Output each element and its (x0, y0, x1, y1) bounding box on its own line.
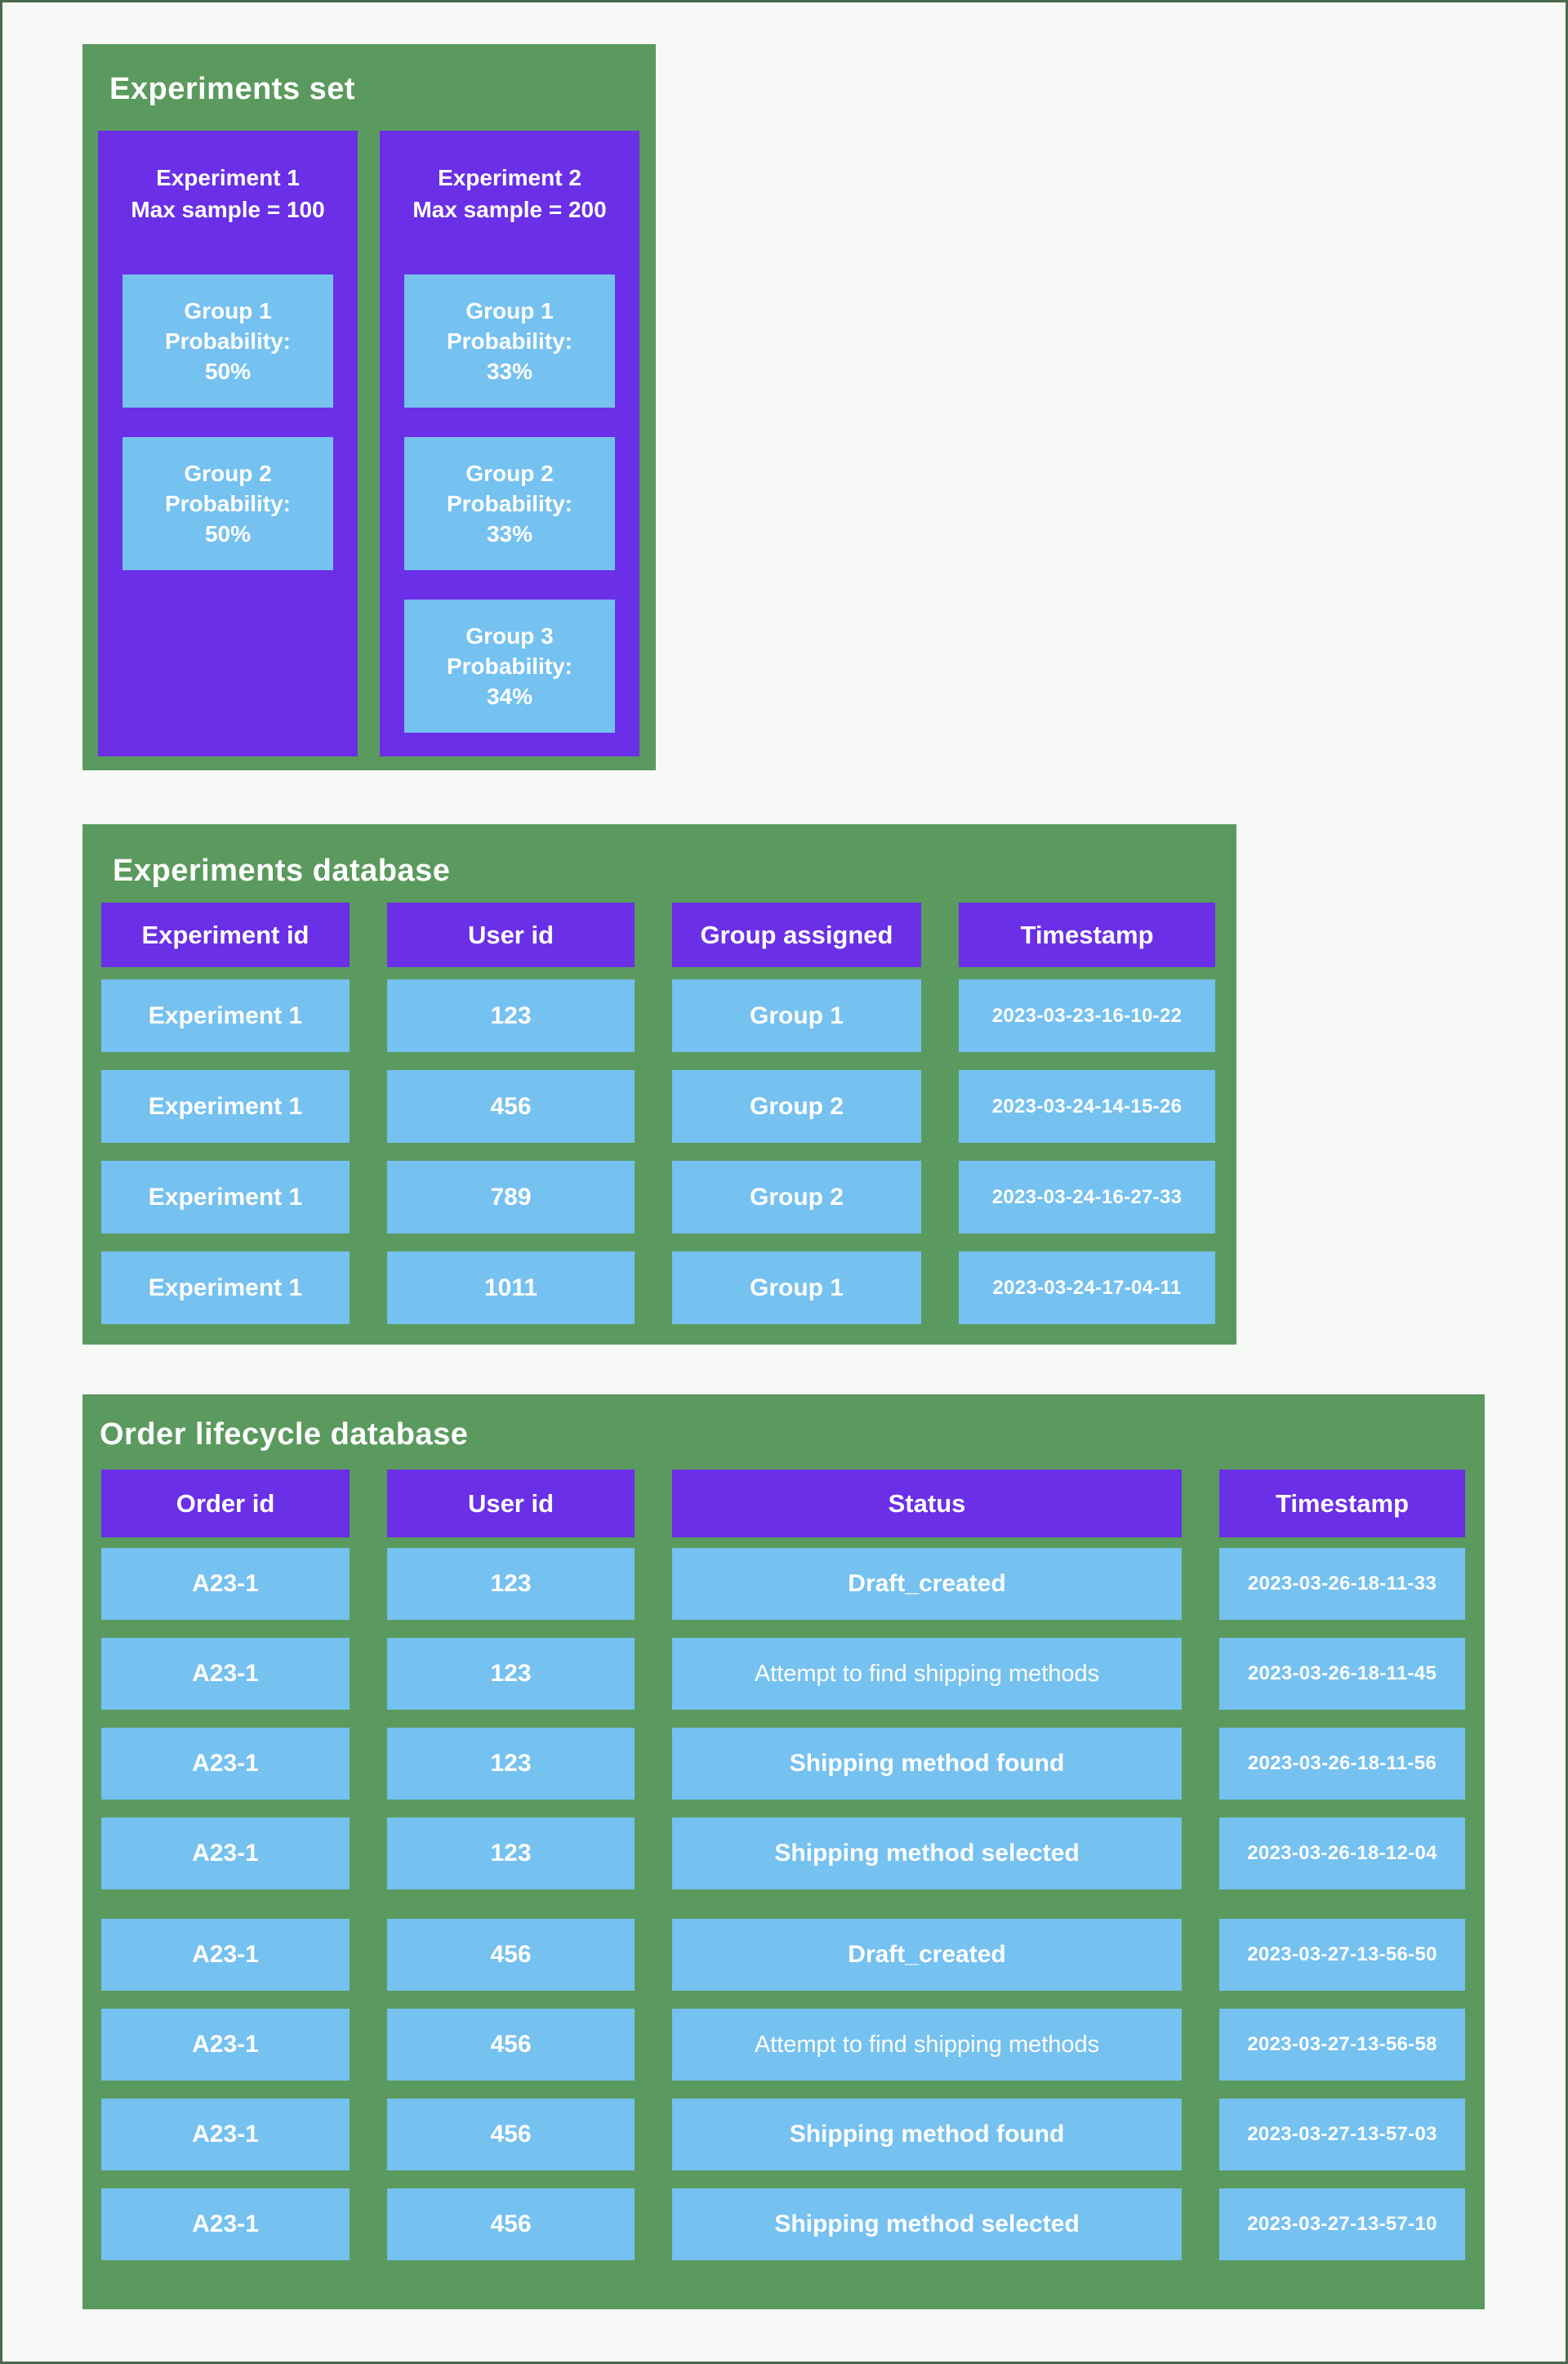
user-id-cell: 456 (387, 1070, 635, 1143)
table-row: A23-1 123 Draft_created 2023-03-26-18-11… (101, 1548, 1465, 1620)
table-row: Experiment 1 123 Group 1 2023-03-23-16-1… (101, 979, 1215, 1052)
user-id-cell: 123 (387, 1638, 635, 1710)
table-row: Experiment 1 456 Group 2 2023-03-24-14-1… (101, 1070, 1215, 1143)
status-cell: Shipping method selected (672, 1818, 1182, 1889)
user-id-cell: 456 (387, 2188, 635, 2260)
experiments-set-panel: Experiments set Experiment 1 Max sample … (82, 44, 656, 770)
order-id-cell: A23-1 (101, 2099, 350, 2170)
user-id-cell: 123 (387, 979, 635, 1052)
user-id-cell: 456 (387, 1919, 635, 1991)
order-id-cell: A23-1 (101, 1728, 350, 1800)
user-id-cell: 123 (387, 1548, 635, 1620)
user-id-cell: 789 (387, 1161, 635, 1233)
experiment-1-group-1: Group 1 Probability: 50% (122, 274, 333, 408)
order-id-cell: A23-1 (101, 1919, 350, 1991)
column-header-timestamp: Timestamp (959, 903, 1215, 967)
table-row: A23-1 456 Attempt to find shipping metho… (101, 2009, 1465, 2081)
user-id-cell: 456 (387, 2009, 635, 2081)
order-id-cell: A23-1 (101, 1818, 350, 1889)
status-cell: Shipping method found (672, 1728, 1182, 1800)
status-cell: Draft_created (672, 1919, 1182, 1991)
timestamp-cell: 2023-03-27-13-56-50 (1219, 1919, 1465, 1991)
experiments-database-table: Experiment id User id Group assigned Tim… (101, 903, 1215, 1342)
column-header-user-id: User id (387, 1470, 635, 1537)
experiment-2-group-2: Group 2 Probability: 33% (404, 437, 615, 570)
order-id-cell: A23-1 (101, 2009, 350, 2081)
timestamp-cell: 2023-03-27-13-57-03 (1219, 2099, 1465, 2170)
experiment-1-group-2-label: Group 2 Probability: 50% (164, 461, 291, 546)
user-id-cell: 1011 (387, 1251, 635, 1324)
timestamp-cell: 2023-03-26-18-11-33 (1219, 1548, 1465, 1620)
experiment-2-group-1: Group 1 Probability: 33% (404, 274, 615, 408)
table-row: A23-1 456 Draft_created 2023-03-27-13-56… (101, 1919, 1465, 1991)
table-row: Experiment 1 1011 Group 1 2023-03-24-17-… (101, 1251, 1215, 1324)
column-header-user-id: User id (387, 903, 635, 967)
group-assigned-cell: Group 2 (672, 1070, 921, 1143)
table-row: Experiment 1 789 Group 2 2023-03-24-16-2… (101, 1161, 1215, 1233)
status-cell: Shipping method found (672, 2099, 1182, 2170)
order-lifecycle-database-title: Order lifecycle database (100, 1417, 469, 1452)
table-row: A23-1 123 Shipping method selected 2023-… (101, 1818, 1465, 1889)
user-id-cell: 123 (387, 1728, 635, 1800)
experiment-2-group-1-label: Group 1 Probability: 33% (446, 298, 572, 384)
experiment-1-header: Experiment 1 Max sample = 100 (131, 165, 325, 222)
column-header-status: Status (672, 1470, 1182, 1537)
experiments-set-title: Experiments set (109, 72, 356, 106)
table-row: A23-1 456 Shipping method selected 2023-… (101, 2188, 1465, 2260)
order-lifecycle-table: Order id User id Status Timestamp A23-1 … (101, 1470, 1465, 2278)
experiment-id-cell: Experiment 1 (101, 979, 350, 1052)
timestamp-cell: 2023-03-26-18-11-45 (1219, 1638, 1465, 1710)
timestamp-cell: 2023-03-26-18-12-04 (1219, 1818, 1465, 1889)
timestamp-cell: 2023-03-24-16-27-33 (959, 1161, 1215, 1233)
column-header-group-assigned: Group assigned (672, 903, 921, 967)
experiment-2-group-3-label: Group 3 Probability: 34% (446, 623, 572, 709)
group-assigned-cell: Group 1 (672, 979, 921, 1052)
experiment-2-header: Experiment 2 Max sample = 200 (412, 165, 607, 222)
experiment-2-group-2-label: Group 2 Probability: 33% (446, 461, 572, 546)
experiments-database-title: Experiments database (113, 854, 451, 888)
user-id-cell: 123 (387, 1818, 635, 1889)
table-header-row: Experiment id User id Group assigned Tim… (101, 903, 1215, 967)
timestamp-cell: 2023-03-24-14-15-26 (959, 1070, 1215, 1143)
table-header-row: Order id User id Status Timestamp (101, 1470, 1465, 1537)
experiment-2-group-3: Group 3 Probability: 34% (404, 600, 615, 733)
table-row: A23-1 123 Shipping method found 2023-03-… (101, 1728, 1465, 1800)
order-id-cell: A23-1 (101, 1638, 350, 1710)
group-assigned-cell: Group 1 (672, 1251, 921, 1324)
column-header-timestamp: Timestamp (1219, 1470, 1465, 1537)
experiment-1-group-1-label: Group 1 Probability: 50% (164, 298, 291, 384)
status-cell: Draft_created (672, 1548, 1182, 1620)
column-header-order-id: Order id (101, 1470, 350, 1537)
experiment-id-cell: Experiment 1 (101, 1070, 350, 1143)
status-cell: Attempt to find shipping methods (672, 1638, 1182, 1710)
timestamp-cell: 2023-03-27-13-57-10 (1219, 2188, 1465, 2260)
column-header-experiment-id: Experiment id (101, 903, 350, 967)
experiment-id-cell: Experiment 1 (101, 1161, 350, 1233)
timestamp-cell: 2023-03-23-16-10-22 (959, 979, 1215, 1052)
order-id-cell: A23-1 (101, 2188, 350, 2260)
experiment-id-cell: Experiment 1 (101, 1251, 350, 1324)
experiment-2-box: Experiment 2 Max sample = 200 Group 1 Pr… (380, 131, 639, 756)
timestamp-cell: 2023-03-26-18-11-56 (1219, 1728, 1465, 1800)
order-lifecycle-database-panel: Order lifecycle database Order id User i… (82, 1394, 1485, 2309)
experiment-1-group-2: Group 2 Probability: 50% (122, 437, 333, 570)
timestamp-cell: 2023-03-24-17-04-11 (959, 1251, 1215, 1324)
status-cell: Attempt to find shipping methods (672, 2009, 1182, 2081)
status-cell: Shipping method selected (672, 2188, 1182, 2260)
experiment-1-box: Experiment 1 Max sample = 100 Group 1 Pr… (98, 131, 358, 756)
experiments-database-panel: Experiments database Experiment id User … (82, 824, 1236, 1345)
table-row: A23-1 456 Shipping method found 2023-03-… (101, 2099, 1465, 2170)
order-id-cell: A23-1 (101, 1548, 350, 1620)
table-row: A23-1 123 Attempt to find shipping metho… (101, 1638, 1465, 1710)
timestamp-cell: 2023-03-27-13-56-58 (1219, 2009, 1465, 2081)
user-id-cell: 456 (387, 2099, 635, 2170)
group-assigned-cell: Group 2 (672, 1161, 921, 1233)
